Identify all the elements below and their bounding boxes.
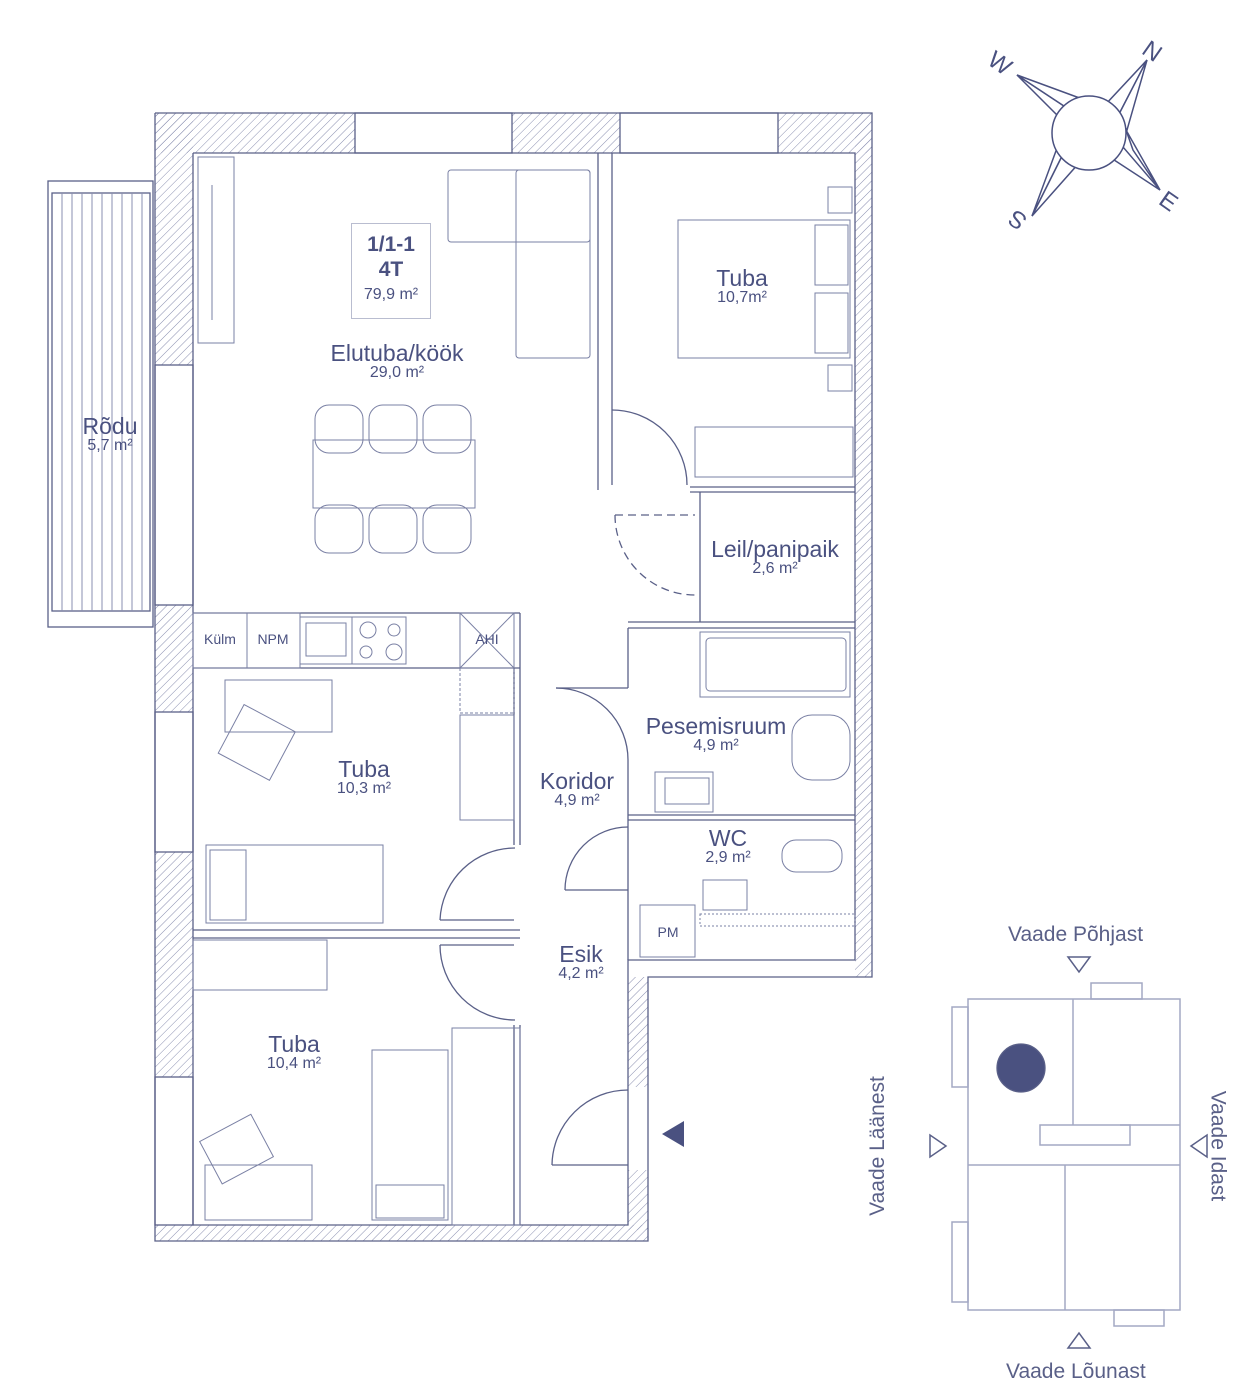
room-area: 10,3 m² (336, 780, 392, 798)
unit-type: 4T (378, 258, 404, 281)
unit-code: 1/1-1 (367, 233, 415, 256)
doors (439, 409, 696, 1166)
view-north-label: Vaade Põhjast (1008, 923, 1144, 946)
hood-label: AHI (475, 631, 499, 647)
view-south-label: Vaade Lõunast (1006, 1360, 1146, 1383)
room-area: 2,6 m² (752, 560, 798, 578)
view-east-label: Vaade Idast (1206, 1090, 1230, 1202)
washer-label: PM (657, 924, 679, 940)
room-area: 2,9 m² (705, 849, 751, 867)
room-name: Tuba (716, 265, 768, 291)
room-area: 10,4 m² (266, 1055, 322, 1073)
room-area: 10,7m² (717, 289, 767, 307)
unit-info-box: 1/1-1 4T 79,9 m² (351, 223, 431, 319)
room-name: WC (708, 825, 748, 851)
room-area: 29,0 m² (369, 364, 425, 382)
dishwasher-label: NPM (257, 631, 289, 647)
fridge-label: Külm (204, 631, 236, 647)
entrance-arrow-icon (662, 1121, 684, 1147)
room-area: 5,7 m² (87, 437, 133, 455)
furniture (192, 156, 856, 1226)
room-name: Koridor (539, 768, 615, 794)
room-name: Tuba (268, 1031, 320, 1057)
room-area: 4,9 m² (693, 737, 739, 755)
view-west-label: Vaade Läänest (865, 1076, 889, 1216)
room-area: 4,2 m² (558, 965, 604, 983)
room-area: 4,9 m² (554, 792, 600, 810)
compass-icon (1016, 59, 1161, 217)
unit-location-marker (996, 1043, 1046, 1093)
room-name: Rõdu (82, 413, 138, 439)
room-name: Tuba (338, 756, 390, 782)
room-name: Elutuba/köök (330, 340, 464, 366)
room-name: Pesemisruum (645, 713, 787, 739)
room-name: Esik (559, 941, 603, 967)
outer-walls (154, 112, 873, 1242)
unit-area: 79,9 m² (363, 286, 419, 303)
room-name: Leil/panipaik (711, 536, 839, 562)
balcony (47, 180, 154, 628)
key-plan (929, 956, 1208, 1349)
